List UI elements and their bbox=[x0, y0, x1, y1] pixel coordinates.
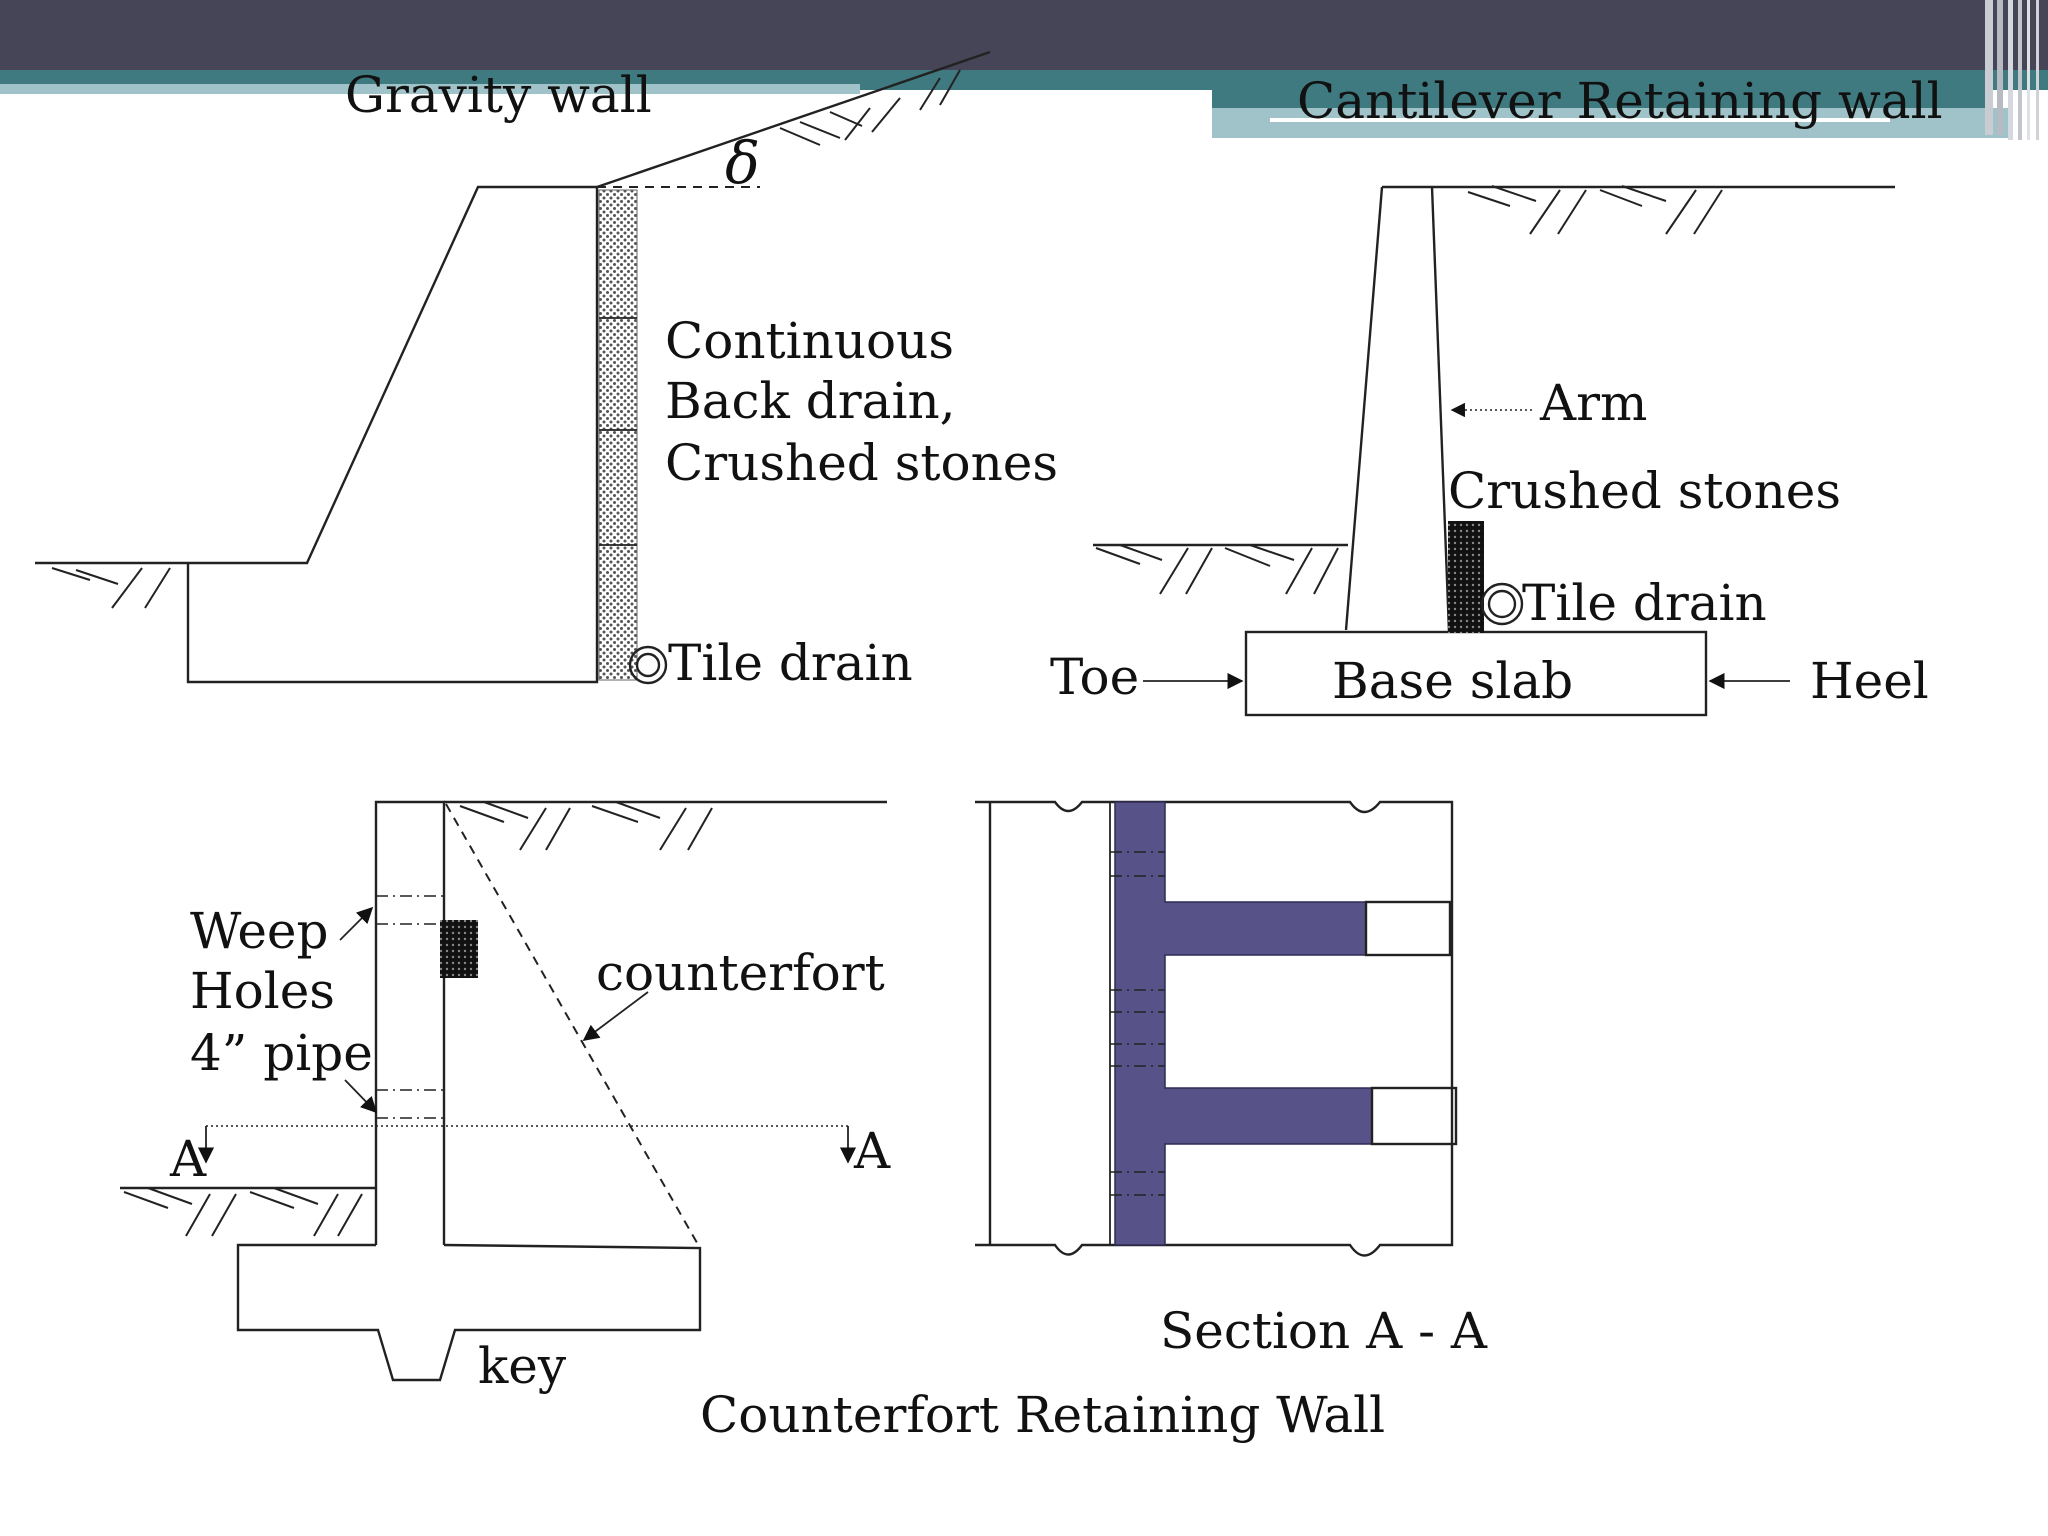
section-wall-and-ribs bbox=[1114, 801, 1373, 1246]
toe-label: Toe bbox=[1050, 648, 1139, 706]
counterfort-label: counterfort bbox=[596, 944, 885, 1002]
tile-drain-icon bbox=[628, 645, 668, 685]
back-drain-label-line1: Continuous bbox=[665, 312, 954, 370]
counterfort-crushed-stones bbox=[440, 920, 478, 978]
counterfort-hatch-top bbox=[459, 801, 713, 851]
weep-label-line3: 4” pipe bbox=[190, 1024, 373, 1082]
weep-label-line2: Holes bbox=[190, 962, 335, 1020]
slope-hatch bbox=[779, 69, 961, 146]
heel-label: Heel bbox=[1810, 652, 1929, 710]
weep-arrow-lower bbox=[344, 1079, 378, 1114]
counterfort-wall-diagram: Weep Holes 4” pipe counterfort A A key bbox=[120, 800, 891, 1395]
back-drain-stones bbox=[598, 189, 638, 681]
cantilever-title: Cantilever Retaining wall bbox=[1297, 72, 1943, 130]
rib-end-lower bbox=[1370, 1086, 1458, 1146]
gravity-wall-title: Gravity wall bbox=[345, 66, 652, 124]
section-mark-left: A bbox=[169, 1130, 207, 1188]
cantilever-tile-drain-label: Tile drain bbox=[1522, 574, 1767, 632]
base-slab-label: Base slab bbox=[1332, 652, 1573, 710]
counterfort-stem bbox=[374, 800, 446, 1245]
cantilever-crushed-stones bbox=[1448, 521, 1484, 633]
back-drain-label-line3: Crushed stones bbox=[665, 434, 1058, 492]
cantilever-tile-drain-icon bbox=[1480, 582, 1524, 626]
key-label: key bbox=[478, 1337, 567, 1395]
cantilever-hatch-toe bbox=[1095, 544, 1339, 595]
header-banner bbox=[0, 0, 2048, 140]
weep-label-line1: Weep bbox=[190, 902, 329, 960]
arm-label: Arm bbox=[1539, 374, 1647, 432]
gravity-wall-outline bbox=[35, 185, 599, 684]
back-drain-label-line2: Back drain, bbox=[665, 372, 956, 430]
gravity-tile-drain-label: Tile drain bbox=[668, 634, 913, 692]
counterfort-leader bbox=[582, 991, 649, 1041]
weep-arrow-upper bbox=[339, 906, 374, 941]
gravity-wall-diagram: Gravity wall δ Continuous Back drain, Cr… bbox=[35, 50, 1058, 692]
delta-symbol: δ bbox=[725, 129, 760, 197]
counterfort-footing bbox=[236, 1243, 702, 1382]
weep-hole-lower bbox=[376, 1089, 444, 1119]
ground-hatch-left bbox=[51, 567, 171, 609]
section-outer-frame bbox=[975, 800, 1454, 1257]
rib-end-upper bbox=[1364, 900, 1452, 957]
cantilever-crushed-stones-label: Crushed stones bbox=[1448, 462, 1841, 520]
section-a-a-diagram: Section A - A bbox=[975, 800, 1488, 1360]
cantilever-stem bbox=[1344, 186, 1451, 633]
counterfort-caption: Counterfort Retaining Wall bbox=[700, 1386, 1385, 1444]
weep-hole-upper bbox=[376, 895, 444, 925]
backfill-slope bbox=[596, 50, 991, 189]
section-title: Section A - A bbox=[1160, 1302, 1488, 1360]
counterfort-hatch-toe bbox=[123, 1187, 363, 1237]
counterfort-diagonal bbox=[445, 803, 701, 1249]
section-weep-marks bbox=[1110, 851, 1165, 1196]
section-mark-right: A bbox=[853, 1122, 891, 1180]
cantilever-wall-diagram: Cantilever Retaining wall Base slab bbox=[1050, 72, 1943, 717]
cantilever-hatch-top bbox=[1467, 185, 1723, 235]
